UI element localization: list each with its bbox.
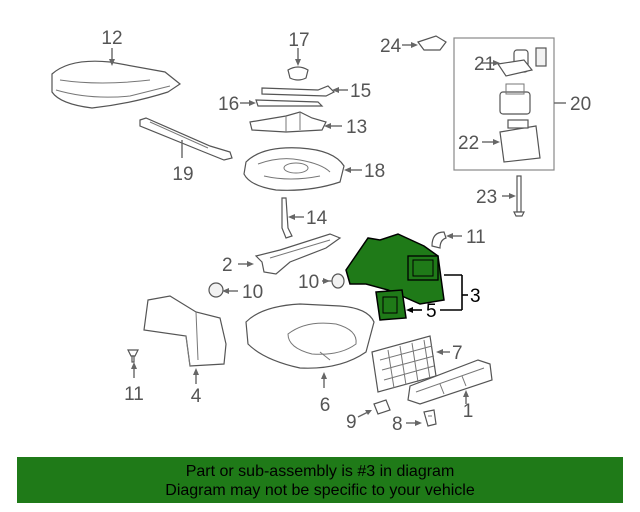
callout-23: 23: [476, 187, 497, 208]
part-17-cap: [287, 66, 309, 81]
part-19-jack-handle: [139, 117, 233, 161]
part-20-kit-box: [453, 37, 555, 171]
callout-1: 1: [463, 401, 474, 422]
callout-20: 20: [570, 94, 591, 115]
part-18-tool-tray: [243, 147, 345, 191]
part-11-push-pin: [127, 349, 139, 363]
callout-7: 7: [452, 343, 463, 364]
part-13-jack: [249, 111, 327, 133]
callout-16: 16: [218, 94, 239, 115]
part-3-trunk-side-trim: [345, 233, 445, 305]
callout-13: 13: [346, 117, 367, 138]
callout-14: 14: [306, 208, 328, 229]
info-banner: Part or sub-assembly is #3 in diagram Di…: [17, 457, 623, 503]
part-1-sill-plate: [407, 359, 493, 405]
callout-9: 9: [346, 412, 357, 433]
callout-8: 8: [392, 414, 403, 435]
callout-10b: 10: [242, 282, 263, 303]
part-23-rod: [513, 175, 525, 217]
callout-18: 18: [364, 161, 385, 182]
callout-4: 4: [191, 386, 202, 407]
part-11-retainer: [431, 231, 447, 249]
part-4-left-trim: [143, 295, 227, 367]
part-8-clip: [423, 409, 437, 427]
callout-3: 3: [470, 286, 481, 307]
callout-5: 5: [426, 301, 437, 322]
part-2-bracket: [254, 233, 342, 275]
callout-11a: 11: [466, 227, 486, 248]
part-22-container: [499, 119, 541, 163]
part-9-cap: [373, 399, 391, 415]
part-24-clip: [417, 35, 447, 51]
callout-6: 6: [320, 395, 331, 416]
callout-21: 21: [474, 54, 495, 75]
callout-11b: 11: [124, 384, 144, 405]
part-15-rod: [261, 85, 336, 97]
parts-diagram: 12 19 17 15 16 13 18: [51, 28, 591, 435]
callout-24: 24: [380, 36, 402, 57]
part-5-access-cover: [375, 289, 407, 321]
callout-2: 2: [222, 255, 233, 276]
callout-17: 17: [288, 30, 309, 51]
part-10-grommet-2: [208, 282, 224, 298]
callout-15: 15: [350, 81, 371, 102]
part-16-wrench: [255, 99, 324, 107]
part-12-floor-cover: [51, 60, 182, 109]
banner-line-2: Diagram may not be specific to your vehi…: [165, 482, 475, 499]
part-20-pump: [499, 83, 531, 115]
callout-22: 22: [458, 133, 479, 154]
banner-line-1: Part or sub-assembly is #3 in diagram: [185, 463, 455, 480]
part-14-strap: [281, 197, 293, 239]
callout-12: 12: [101, 28, 122, 49]
part-21-bottle: [496, 47, 547, 77]
callout-19: 19: [172, 164, 193, 185]
part-10-grommet: [331, 273, 345, 289]
part-6-floor-tray: [245, 303, 375, 369]
callout-10a: 10: [298, 272, 319, 293]
